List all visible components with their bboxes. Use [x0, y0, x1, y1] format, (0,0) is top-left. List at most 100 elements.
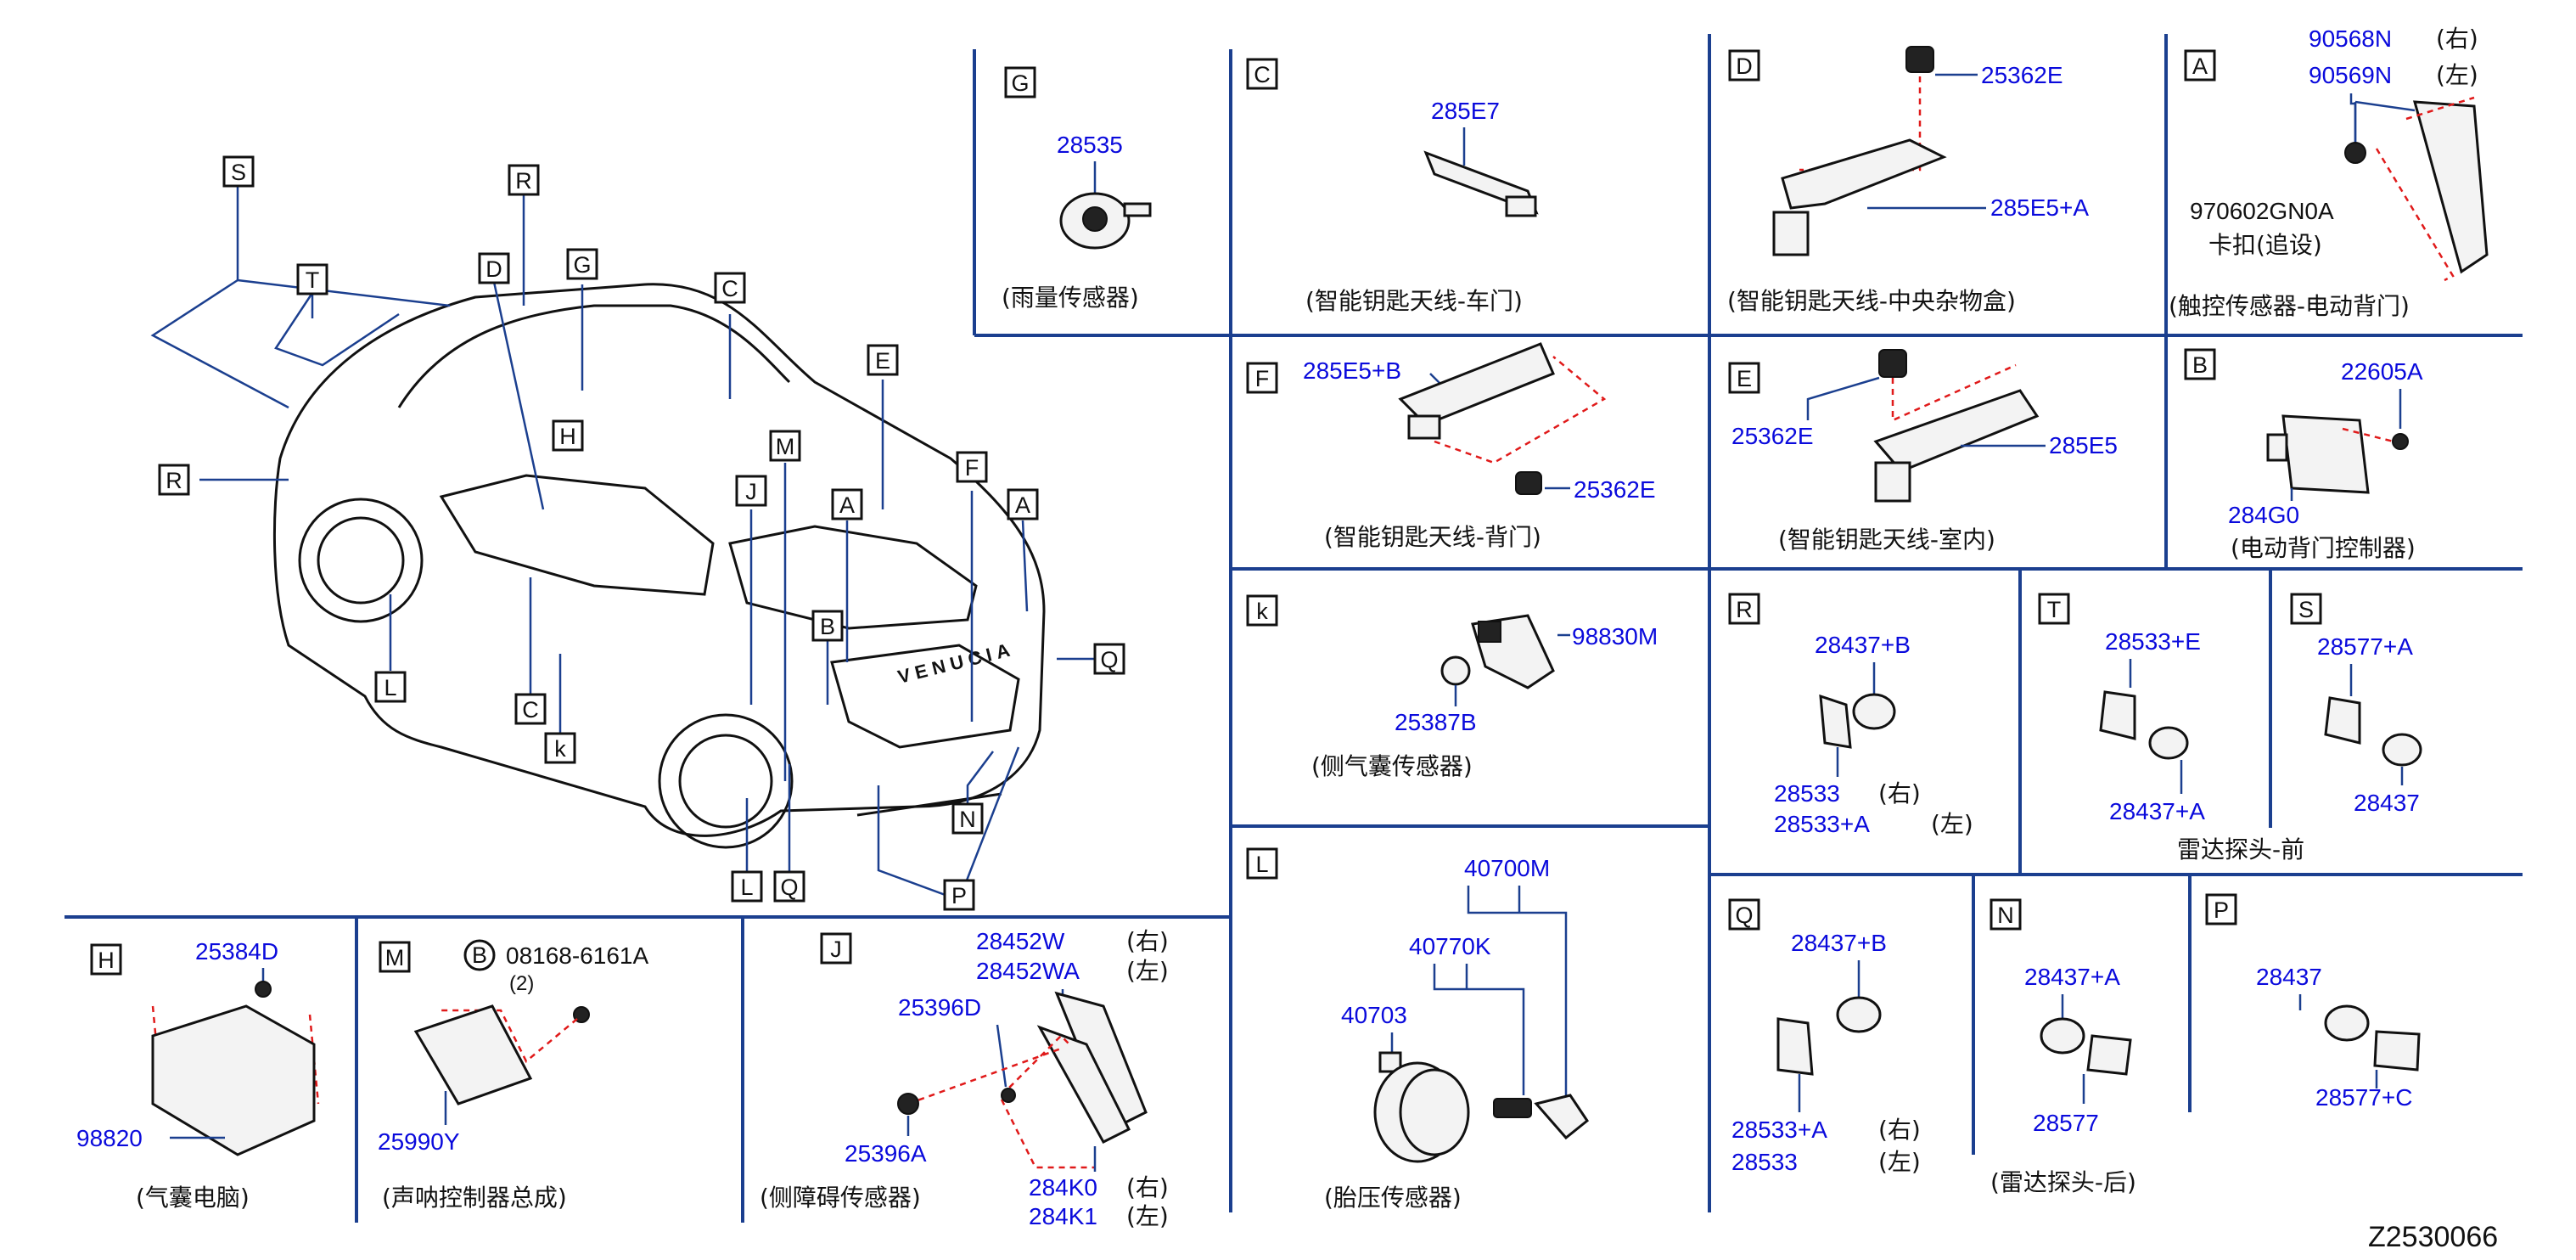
part-illustration [2148, 726, 2189, 760]
part-number-label: 25396D [898, 994, 981, 1021]
callout-letter: N [1997, 903, 2014, 928]
part-illustration [1781, 138, 1947, 210]
assembly-guide-line [1799, 76, 1922, 172]
callout-A-mid: A [831, 488, 863, 520]
assembly-guide-line [437, 1009, 578, 1063]
panel-caption: (气囊电脑) [136, 1184, 250, 1212]
part-number-label: 285E5+B [1303, 357, 1401, 384]
part-illustration [413, 1004, 533, 1105]
callout-H: H [552, 419, 584, 452]
leader-line [150, 185, 289, 409]
part-number-label: 28535 [1057, 132, 1123, 158]
callout-box [1728, 593, 1760, 625]
callout-box [374, 671, 407, 703]
callout-box [1007, 488, 1039, 520]
part-illustration [1515, 471, 1542, 495]
callout-box [1728, 49, 1760, 82]
callout-box [2184, 348, 2216, 380]
callout-N: N [951, 802, 984, 835]
callout-box [735, 475, 767, 507]
part-illustration [2281, 414, 2370, 494]
vehicle-outline [317, 516, 405, 605]
callout-box [1246, 362, 1278, 394]
callout-box [552, 419, 584, 452]
leader-line [996, 1024, 1007, 1088]
callout-letter: D [1736, 53, 1753, 79]
figure-code: Z2530066 [2368, 1221, 2498, 1253]
part-number-label: 25362E [1574, 476, 1656, 503]
part-illustration [2324, 696, 2361, 745]
vehicle-outline [678, 734, 773, 829]
part-illustration [1873, 389, 2040, 473]
leader-line [1806, 376, 1880, 420]
vehicle-outline [439, 474, 715, 596]
panel-grid [65, 34, 2523, 1223]
part-number-label: 28533+E [2105, 628, 2201, 655]
callout-box [867, 344, 899, 376]
part-illustration [1036, 1025, 1131, 1144]
callout-C-low: C [514, 693, 547, 725]
panel-caption: (智能钥匙天线-车门) [1305, 287, 1523, 315]
callout-letter: Q [1735, 903, 1753, 928]
part-number-label: 28437 [2354, 790, 2420, 816]
part-illustration [2344, 142, 2366, 164]
part-illustration [1772, 211, 1810, 256]
part-number-label: 28577+A [2317, 633, 2413, 660]
panel-D: D 25362E 285E5+A (智能钥匙天线-中央杂物盒) [1727, 46, 2089, 315]
callout-letter: J [745, 479, 757, 504]
panel-F: F 285E5+B 25362E (智能钥匙天线-背门) [1246, 342, 1656, 551]
part-number-label: 284G0 [2228, 502, 2299, 528]
part-illustration [1123, 202, 1152, 217]
panel-R: R 28437+B 28533 (右) 28533+A (左) [1728, 593, 1973, 838]
callout-A-right: A [1007, 488, 1039, 520]
callout-S: S [222, 155, 255, 188]
part-number-label: 98820 [76, 1125, 143, 1151]
part-illustration [1819, 694, 1852, 749]
part-illustration [151, 1004, 316, 1156]
part-illustration [2324, 1004, 2370, 1042]
leader-line [237, 278, 451, 307]
callout-box [773, 870, 805, 903]
part-number-label: 40770K [1409, 933, 1491, 959]
panel-Q: Q 28437+B 28533+A (右) 28533 (左) [1728, 898, 1921, 1176]
leader-line [1021, 520, 1029, 612]
side-note-label: (右) [1878, 1116, 1921, 1144]
part-illustration [1836, 996, 1882, 1033]
part-number-label: 22605A [2341, 358, 2423, 385]
panel-S: S 28577+A 28437 [2290, 593, 2422, 816]
part-number-label: 25384D [195, 938, 278, 965]
panel-N: N 28437+A 28577 (雷达探头-后) [1990, 898, 2136, 1196]
part-number-label: 98830M [1572, 623, 1658, 650]
callout-Q-right: Q [1093, 643, 1125, 675]
callout-box [514, 693, 547, 725]
part-number-label: 28437 [2256, 964, 2322, 990]
side-note-label: 08168-6161A [506, 942, 648, 969]
callout-letter: T [306, 267, 320, 293]
callout-box [566, 248, 598, 280]
part-number-label: 28577 [2033, 1110, 2099, 1136]
callout-box [1246, 847, 1278, 880]
part-illustration [255, 981, 272, 998]
part-illustration [1407, 414, 1441, 440]
panel-E: E 25362E 285E5 (智能钥匙天线-室内) [1728, 349, 2118, 554]
part-illustration [1398, 342, 1555, 426]
part-illustration [1534, 1094, 1590, 1140]
callout-letter: A [839, 492, 855, 518]
callout-box [158, 464, 190, 496]
panel-C: C 285E7 (智能钥匙天线-车门) [1246, 58, 1539, 315]
part-illustration [2382, 733, 2422, 767]
panel-caption: (触控传感器-电动背门) [2169, 292, 2410, 320]
part-number-label: 28452W [976, 928, 1065, 954]
assembly-guide-line [2375, 148, 2455, 282]
callout-D: D [478, 252, 510, 284]
callout-box [2290, 593, 2322, 625]
callout-box [379, 941, 411, 973]
part-number-label: 28437+B [1791, 930, 1887, 956]
side-note-label: (左) [2436, 61, 2478, 89]
callout-T: T [296, 263, 328, 295]
callout-box [1093, 643, 1125, 675]
callout-letter: C [1254, 62, 1271, 87]
part-illustration [1493, 1098, 1532, 1118]
callout-box [820, 932, 852, 965]
